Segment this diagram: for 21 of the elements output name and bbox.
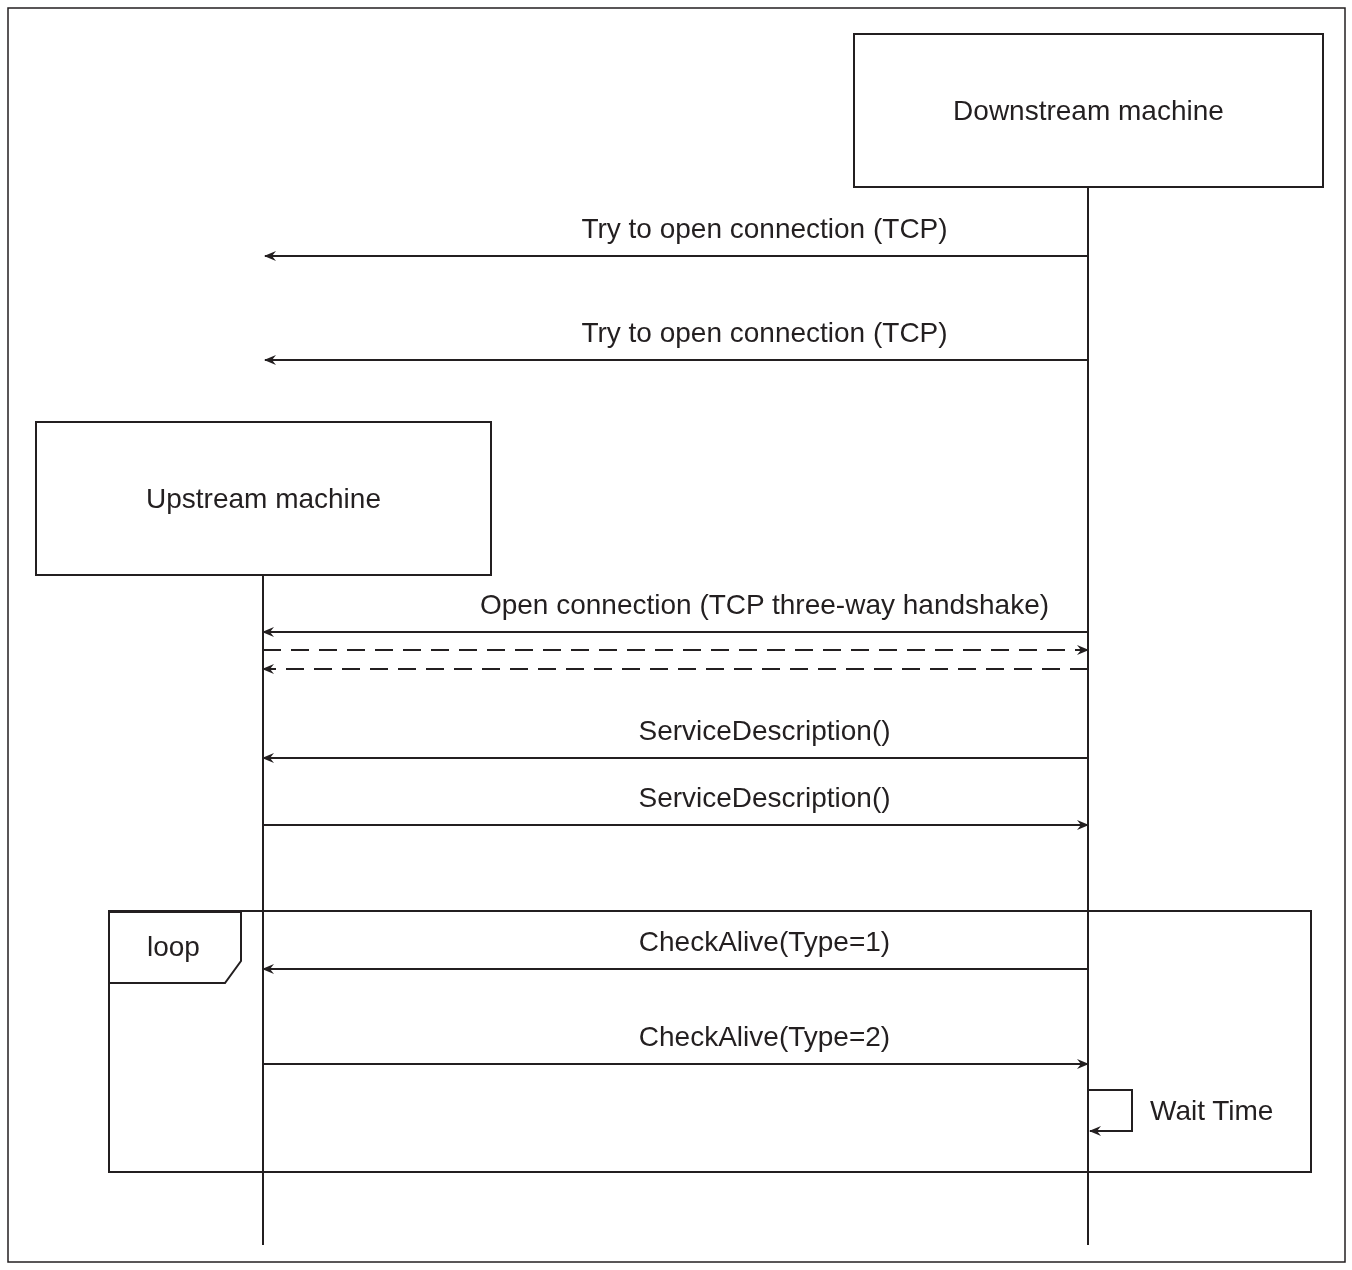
participant-name: Downstream machine: [953, 94, 1224, 127]
edge-label: Open connection (TCP three-way handshake): [479, 589, 1050, 621]
self-message-arrow: [1087, 1089, 1133, 1136]
dashed-arrow: [262, 645, 1089, 655]
message-arrow: [264, 251, 1089, 261]
participant-name: Upstream machine: [146, 482, 381, 515]
message-arrow: [262, 627, 1089, 637]
edge-label: Try to open connection (TCP): [581, 213, 948, 245]
message-arrow: [262, 1059, 1089, 1069]
message-arrow: [264, 355, 1089, 365]
edge-label: ServiceDescription(): [638, 715, 891, 747]
frame-label: loop: [147, 931, 200, 963]
message-arrow: [262, 820, 1089, 830]
edge-label: Try to open connection (TCP): [581, 317, 948, 349]
edge-label: Wait Time: [1150, 1095, 1274, 1127]
edge-label: CheckAlive(Type=2): [638, 1021, 891, 1053]
message-arrow: [262, 964, 1089, 974]
edge-label: CheckAlive(Type=1): [638, 926, 891, 958]
edge-label: ServiceDescription(): [638, 782, 891, 814]
dashed-arrow: [262, 664, 1089, 674]
message-arrow: [262, 753, 1089, 763]
